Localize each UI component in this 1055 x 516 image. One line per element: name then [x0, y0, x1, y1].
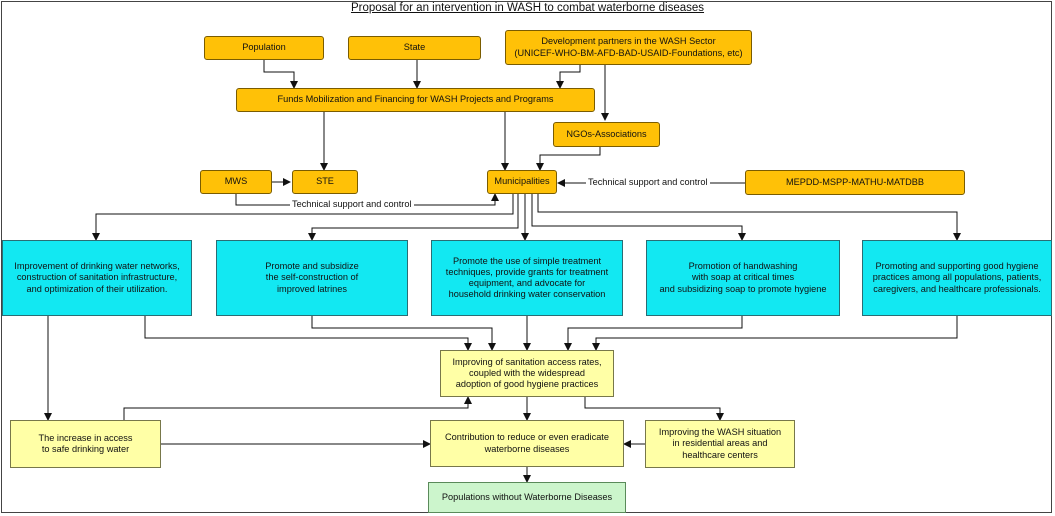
edge-ngos-municipalities [536, 147, 601, 171]
node-action-water-networks: Improvement of drinking water networks, … [2, 240, 192, 316]
edge-municipalities-hygiene [537, 194, 961, 241]
edge-hygiene-sanitation [592, 316, 958, 351]
node-development-partners: Development partners in the WASH Sector … [505, 30, 752, 65]
node-population: Population [204, 36, 324, 60]
node-water-access: The increase in access to safe drinking … [10, 420, 161, 468]
node-action-latrines: Promote and subsidize the self-construct… [216, 240, 408, 316]
node-action-handwashing: Promotion of handwashing with soap at cr… [646, 240, 840, 316]
node-reduce-diseases: Contribution to reduce or even eradicate… [430, 420, 624, 467]
node-sanitation-access: Improving of sanitation access rates, co… [440, 350, 614, 397]
edge-population-funds [263, 60, 298, 89]
edge-networks-sanitation [144, 316, 472, 351]
diagram-title: Proposal for an intervention in WASH to … [350, 2, 705, 14]
node-funds-mobilization: Funds Mobilization and Financing for WAS… [236, 88, 595, 112]
node-ministries: MEPDD-MSPP-MATHU-MATDBB [745, 170, 965, 195]
node-ste: STE [292, 170, 358, 194]
node-action-water-treatment: Promote the use of simple treatment tech… [431, 240, 623, 316]
edge-municipalities-networks [92, 194, 514, 241]
edge-partners-funds [556, 65, 581, 89]
node-wash-situation: Improving the WASH situation in resident… [645, 420, 795, 468]
edge-sanitation-wash [584, 397, 724, 421]
node-mws: MWS [200, 170, 272, 194]
edge-label-technical-support-ministries: Technical support and control [586, 177, 710, 187]
node-state: State [348, 36, 481, 60]
edge-label-technical-support-mws: Technical support and control [290, 199, 414, 209]
node-municipalities: Municipalities [487, 170, 557, 194]
node-populations-without-diseases: Populations without Waterborne Diseases [428, 482, 626, 513]
node-action-hygiene-practices: Promoting and supporting good hygiene pr… [862, 240, 1052, 316]
edge-latrines-sanitation [311, 316, 496, 351]
edge-municipalities-latrines [308, 194, 519, 241]
edge-water-sanitation [123, 396, 472, 420]
node-ngos-associations: NGOs-Associations [553, 122, 660, 147]
edge-handwashing-sanitation [564, 316, 743, 351]
edge-municipalities-handwashing [531, 194, 746, 241]
